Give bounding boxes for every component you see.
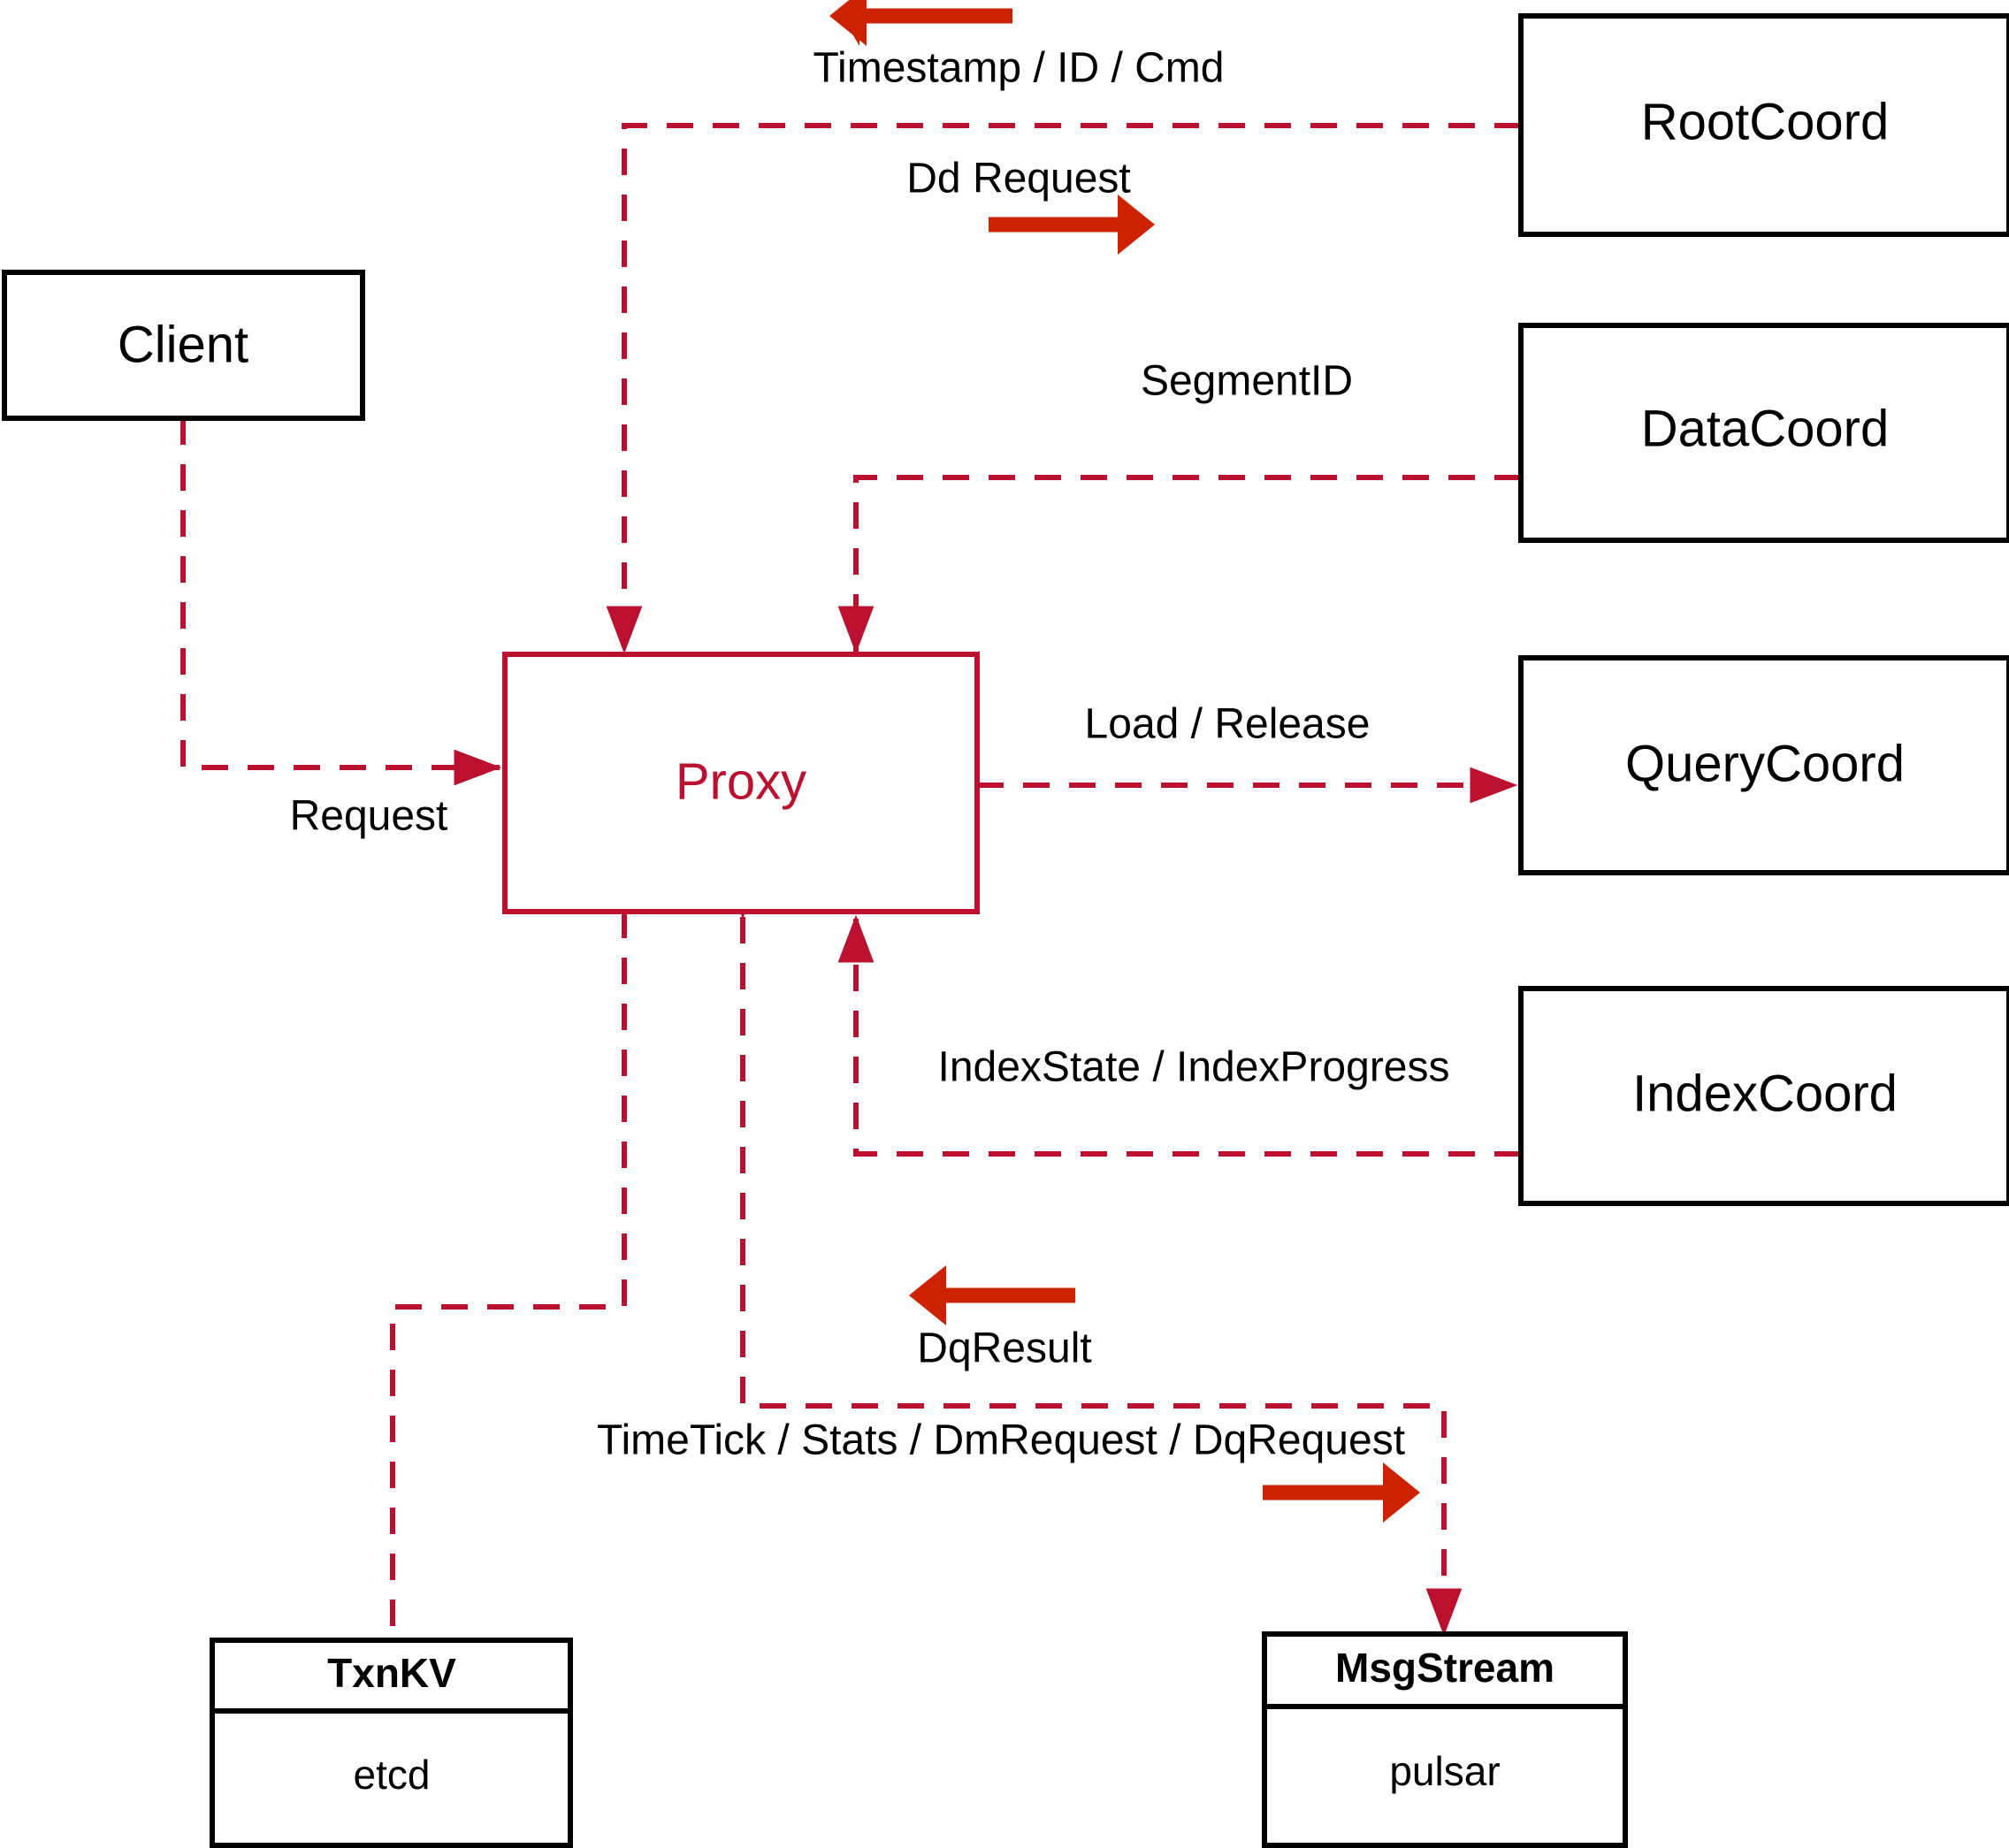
edge-label-segment-id: SegmentID	[1141, 358, 1353, 405]
edge-index-state-progress	[837, 914, 1521, 1157]
node-querycoord[interactable]: QueryCoord	[1518, 655, 2009, 875]
edge-txnkv-link	[390, 912, 627, 1640]
edge-request	[180, 418, 502, 786]
node-querycoord-label: QueryCoord	[1625, 735, 1905, 792]
node-rootcoord-label: RootCoord	[1641, 93, 1889, 150]
node-proxy[interactable]: Proxy	[502, 652, 980, 914]
node-client[interactable]: Client	[2, 270, 365, 421]
dd-request-direction-arrow	[989, 195, 1155, 255]
dqresult-direction-arrow	[909, 1265, 1075, 1325]
edge-label-timetick-stats: TimeTick / Stats / DmRequest / DqRequest	[597, 1417, 1405, 1464]
node-client-label: Client	[118, 316, 248, 373]
dqrequest-direction-arrow	[1263, 1462, 1420, 1523]
edge-label-request: Request	[290, 793, 448, 840]
node-rootcoord[interactable]: RootCoord	[1518, 13, 2009, 237]
edge-msgstream-link	[724, 871, 1463, 1637]
edge-label-load-release: Load / Release	[1085, 701, 1371, 748]
node-msgstream-body: pulsar	[1389, 1748, 1500, 1794]
edge-label-dq-result: DqResult	[917, 1325, 1091, 1372]
timestamp-direction-arrow	[829, 0, 1012, 46]
edge-label-timestamp-id-cmd: Timestamp / ID / Cmd	[814, 45, 1225, 92]
node-txnkv-header: TxnKV	[327, 1650, 456, 1696]
edge-label-dd-request: Dd Request	[906, 156, 1130, 202]
node-txnkv-body: etcd	[354, 1752, 431, 1798]
node-proxy-label: Proxy	[676, 752, 806, 810]
edge-segment-id	[837, 475, 1521, 654]
edge-timestamp-id-cmd	[606, 123, 1521, 654]
edge-label-index-state-progress: IndexState / IndexProgress	[938, 1044, 1450, 1091]
node-indexcoord[interactable]: IndexCoord	[1518, 986, 2009, 1206]
node-txnkv[interactable]: TxnKV etcd	[210, 1638, 573, 1848]
node-indexcoord-label: IndexCoord	[1632, 1065, 1898, 1122]
node-datacoord[interactable]: DataCoord	[1518, 323, 2009, 543]
node-msgstream[interactable]: MsgStream pulsar	[1262, 1631, 1628, 1848]
node-datacoord-label: DataCoord	[1641, 400, 1889, 457]
node-msgstream-header: MsgStream	[1335, 1645, 1554, 1691]
